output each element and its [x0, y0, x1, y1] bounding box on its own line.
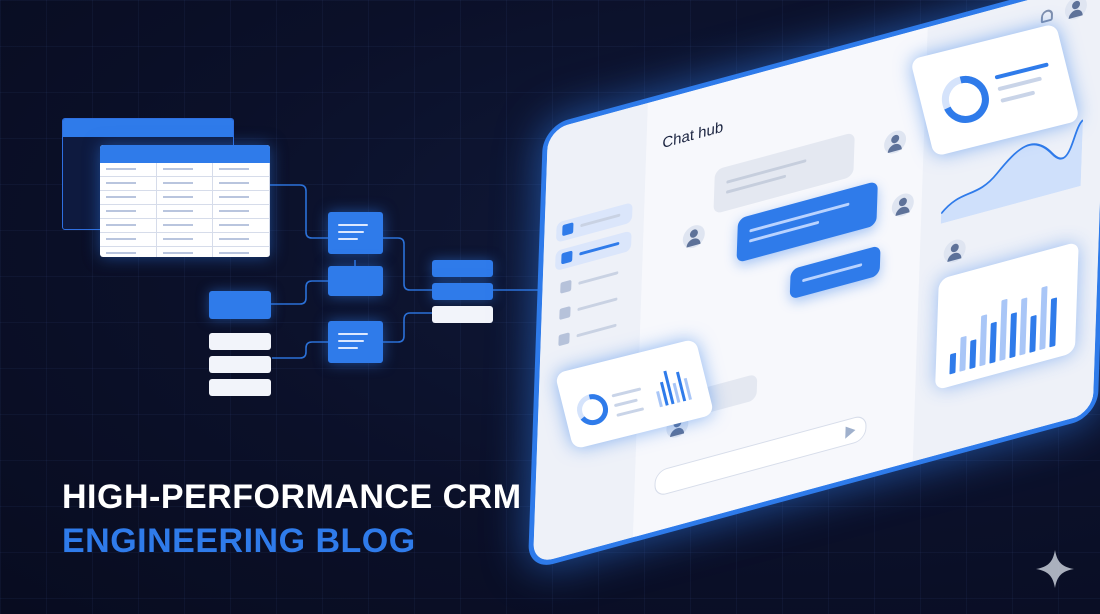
stack-item-1 — [209, 333, 271, 350]
donut-chart-mini — [941, 62, 1049, 123]
home-icon — [562, 222, 574, 237]
bookmark-icon — [558, 332, 570, 347]
headline-primary: HIGH-PERFORMANCE CRM — [62, 478, 522, 516]
crm-tablet-mockup: Chat hub — [532, 0, 1100, 565]
donut-stat-card — [910, 23, 1080, 157]
contact-avatar — [682, 222, 706, 251]
message-outgoing-2 — [789, 245, 881, 300]
bar-chart-card — [935, 241, 1079, 391]
user-avatar — [943, 236, 967, 266]
send-icon[interactable] — [845, 423, 856, 439]
sparkle-icon — [1036, 550, 1074, 588]
list-icon — [560, 279, 572, 294]
db-stack-3 — [432, 306, 493, 323]
chat-icon — [561, 250, 573, 265]
agent-avatar — [891, 190, 915, 220]
stack-item-2 — [209, 356, 271, 373]
stack-item-3 — [209, 379, 271, 396]
agent-avatar — [883, 127, 907, 157]
user-avatar-icon[interactable] — [1064, 0, 1088, 23]
source-node — [209, 291, 271, 319]
tablet-sidebar — [532, 102, 648, 565]
document-node-bottom — [328, 321, 383, 363]
db-stack-1 — [432, 260, 493, 277]
mini-bar-chart — [577, 370, 692, 426]
bell-icon[interactable] — [1040, 8, 1054, 24]
chat-panel: Chat hub — [632, 27, 928, 538]
summary-stat-card — [554, 338, 715, 450]
area-chart-mini — [940, 119, 1084, 224]
headline-secondary: ENGINEERING BLOG — [62, 522, 416, 560]
document-node-top — [328, 212, 383, 254]
pie-chart-icon — [559, 305, 571, 321]
page-title: Chat hub — [662, 118, 724, 153]
db-stack-2 — [432, 283, 493, 300]
analytics-panel — [912, 0, 1100, 462]
process-node-middle — [328, 266, 383, 296]
spreadsheet-front — [100, 145, 270, 257]
